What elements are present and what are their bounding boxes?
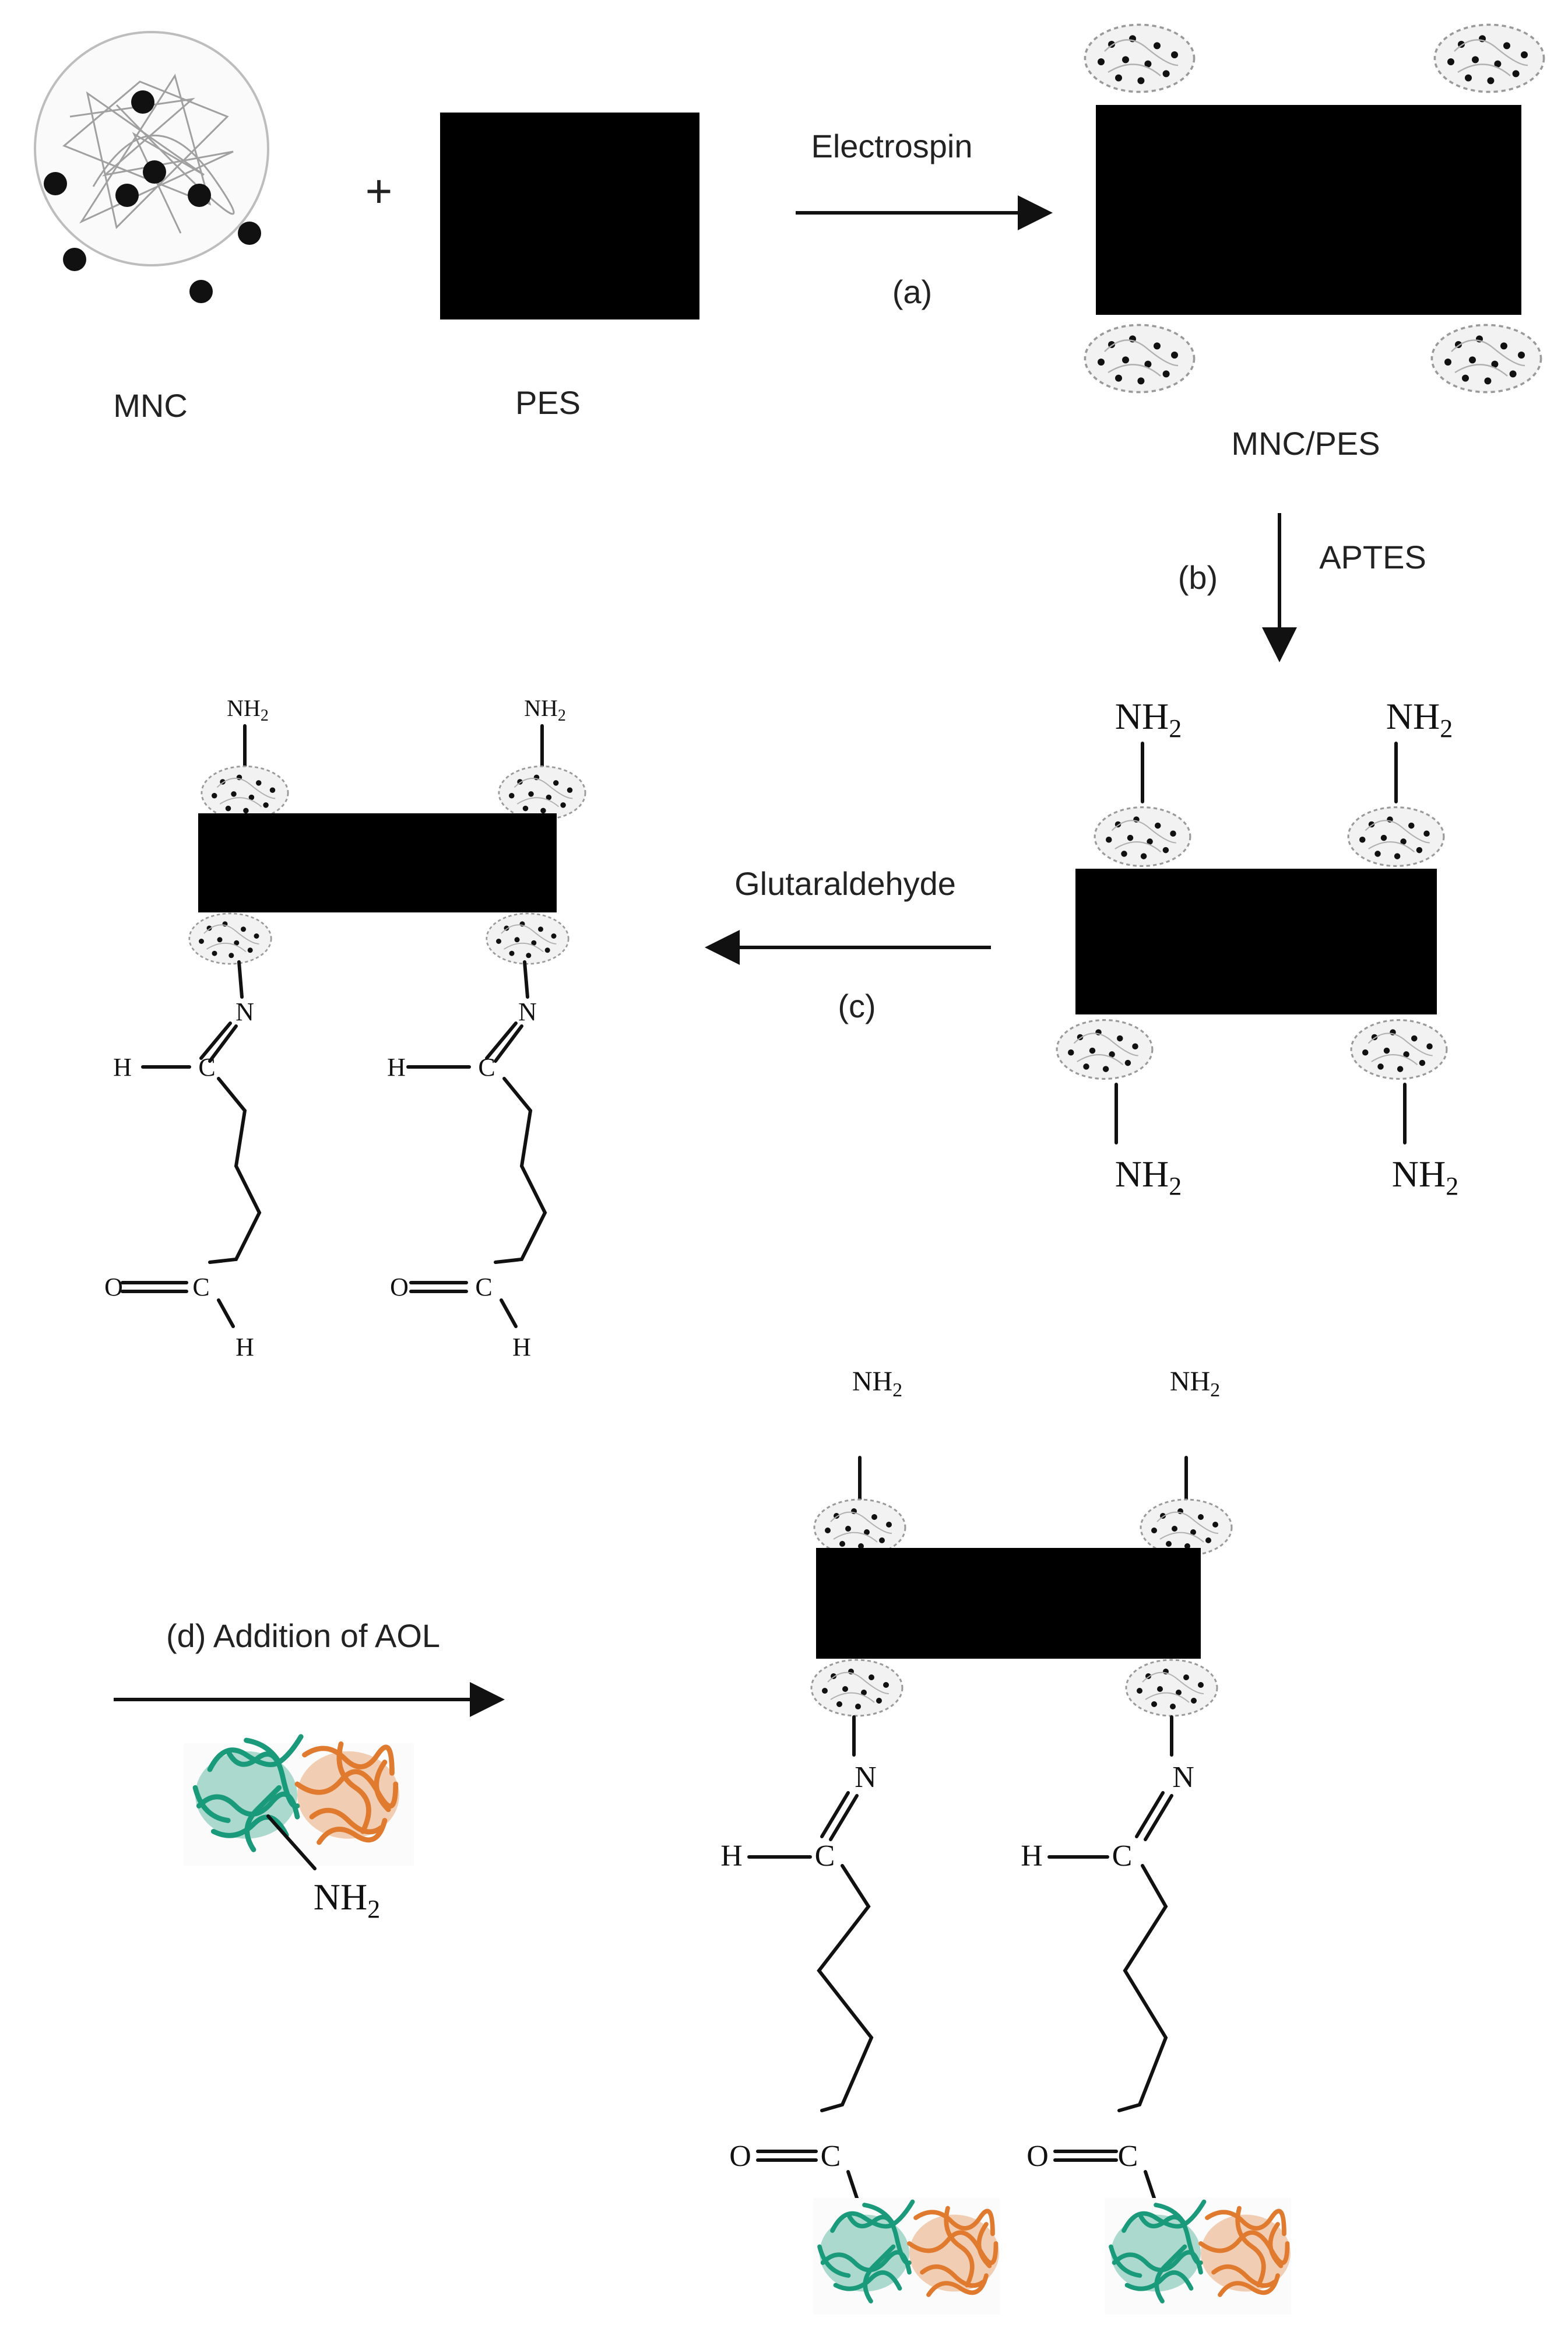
pes-label: PES xyxy=(515,384,581,421)
plus-sign: + xyxy=(365,165,393,217)
amine-label: NH2 xyxy=(1392,1153,1458,1200)
nitrogen-atom: N xyxy=(1172,1761,1194,1794)
mnc-label: MNC xyxy=(113,387,188,424)
amine-label: NH2 xyxy=(1115,696,1182,743)
step-c-letter: (c) xyxy=(838,988,876,1024)
hydrogen-atom: H xyxy=(1021,1839,1043,1873)
amine-label: NH2 xyxy=(1386,696,1453,743)
step-b-name: APTES xyxy=(1319,539,1426,575)
nitrogen-atom: N xyxy=(855,1761,877,1794)
hydrogen-atom: H xyxy=(387,1053,406,1082)
step-a-letter: (a) xyxy=(892,273,932,310)
hydrogen-atom: H xyxy=(113,1053,132,1082)
oxygen-atom: O xyxy=(729,2140,751,2173)
oxygen-atom: O xyxy=(1026,2140,1049,2173)
step-c-name: Glutaraldehyde xyxy=(734,865,956,902)
amine-label: NH2 xyxy=(524,695,566,725)
amine-label: NH2 xyxy=(227,695,269,725)
hydrogen-atom: H xyxy=(720,1839,743,1873)
glutaraldehyde-fiber xyxy=(121,724,586,1328)
amine-label: NH2 xyxy=(1170,1366,1220,1401)
step-d-name: (d) Addition of AOL xyxy=(166,1617,440,1654)
hydrogen-atom: H xyxy=(512,1333,531,1361)
step-b-letter: (b) xyxy=(1178,559,1218,596)
nitrogen-atom: N xyxy=(518,998,537,1026)
amine-label: NH2 xyxy=(1115,1153,1182,1200)
mnc-pes-fiber xyxy=(1084,23,1545,394)
pes-block xyxy=(440,113,699,319)
amine-label: NH2 xyxy=(852,1366,902,1401)
step-a-name: Electrospin xyxy=(811,128,972,164)
immobilized-enzyme-fiber xyxy=(747,1456,1291,2315)
carbon-atom: C xyxy=(192,1273,209,1301)
carbon-atom: C xyxy=(478,1053,495,1082)
carbon-atom: C xyxy=(475,1273,492,1301)
hydrogen-atom: H xyxy=(235,1333,254,1361)
carbon-atom: C xyxy=(821,2140,841,2173)
oxygen-atom: O xyxy=(390,1273,409,1301)
mnc-pes-label: MNC/PES xyxy=(1231,425,1380,462)
carbon-atom: C xyxy=(1112,1839,1133,1873)
nitrogen-atom: N xyxy=(235,998,254,1026)
mnc-particle xyxy=(34,31,269,303)
aptes-fiber xyxy=(1056,742,1448,1144)
carbon-atom: C xyxy=(198,1053,215,1082)
oxygen-atom: O xyxy=(104,1273,123,1301)
carbon-atom: C xyxy=(1118,2140,1138,2173)
aol-enzyme xyxy=(184,1737,414,1870)
carbon-atom: C xyxy=(815,1839,835,1873)
amine-label: NH2 xyxy=(314,1876,380,1923)
